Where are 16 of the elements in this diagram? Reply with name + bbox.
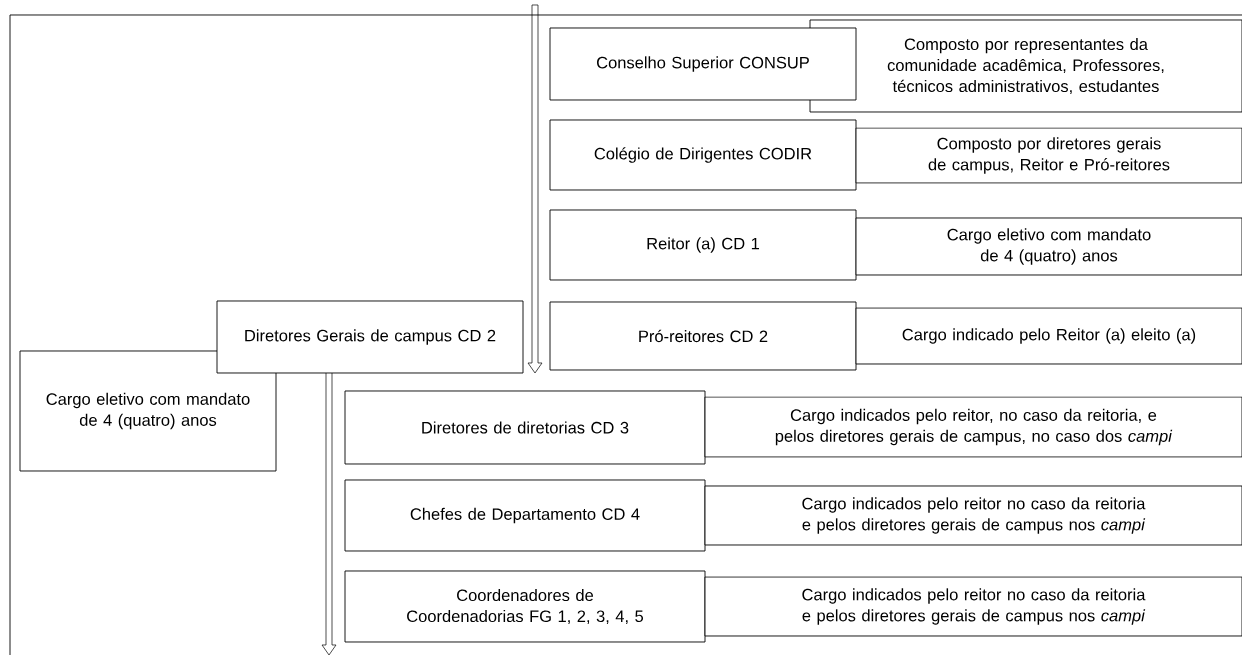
role-box: Diretores Gerais de campus CD 2 xyxy=(216,300,524,374)
role-box: Diretores de diretorias CD 3 xyxy=(344,390,706,465)
description-box: Cargo indicados pelo reitor, no caso da reitoria, e pelos diretores gerais de campus, no caso dos campi xyxy=(704,396,1242,458)
description-box: Cargo indicados pelo reitor no caso da reitoria e pelos diretores gerais de campus nos campi xyxy=(704,485,1242,546)
description-box: Cargo eletivo com mandato de 4 (quatro) anos xyxy=(855,217,1242,276)
role-box: Pró-reitores CD 2 xyxy=(549,301,857,371)
role-box: Conselho Superior CONSUP xyxy=(549,27,857,101)
description-box: Composto por representantes da comunidade acadêmica, Professores, técnicos administrativos, estudantes xyxy=(809,19,1242,113)
role-box: Coordenadores de Coordenadorias FG 1, 2, 3, 4, 5 xyxy=(344,570,706,643)
description-box: Cargo eletivo com mandato de 4 (quatro) anos xyxy=(19,350,277,472)
role-box: Colégio de Dirigentes CODIR xyxy=(549,119,857,191)
description-box: Cargo indicados pelo reitor no caso da reitoria e pelos diretores gerais de campus nos campi xyxy=(704,576,1242,637)
description-box: Cargo indicado pelo Reitor (a) eleito (a) xyxy=(855,307,1242,365)
role-box: Chefes de Departamento CD 4 xyxy=(344,479,706,552)
role-box: Reitor (a) CD 1 xyxy=(549,209,857,281)
description-box: Composto por diretores gerais de campus, Reitor e Pró-reitores xyxy=(855,127,1242,184)
